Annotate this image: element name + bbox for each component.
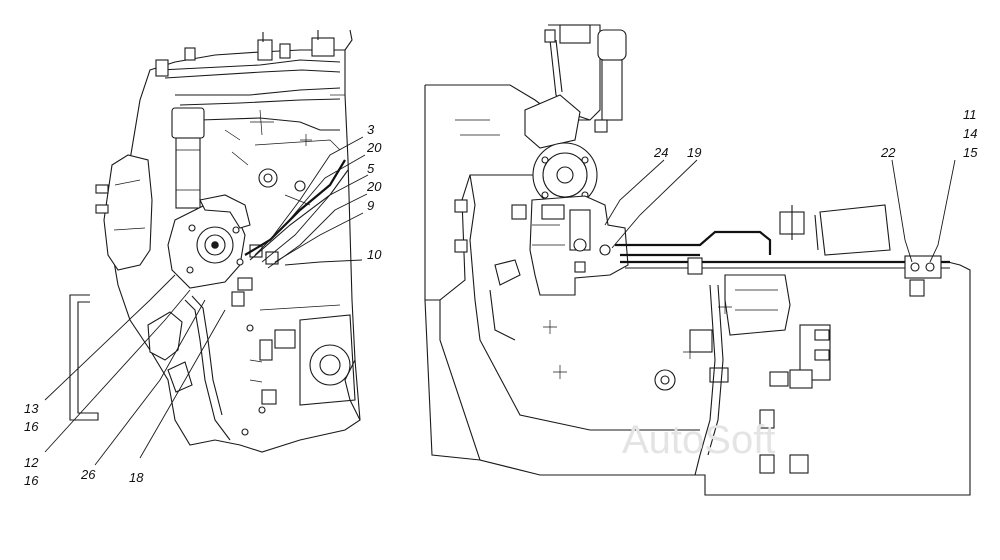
left-engine-view — [44, 29, 369, 466]
callout-20: 20 — [367, 140, 382, 155]
callout-9: 9 — [367, 198, 375, 213]
callout-26: 26 — [81, 467, 96, 482]
callout-22: 22 — [881, 145, 896, 160]
callout-16: 16 — [24, 473, 39, 488]
callout-15: 15 — [963, 145, 978, 160]
callout-19: 19 — [687, 145, 702, 160]
callout-14: 14 — [963, 126, 978, 141]
callout-18: 18 — [129, 470, 144, 485]
callout-13: 13 — [24, 401, 39, 416]
callout-20: 20 — [367, 179, 382, 194]
right-engine-view — [424, 24, 971, 496]
watermark: AutoSoft — [622, 418, 776, 462]
callout-11: 11 — [963, 107, 977, 122]
callout-10: 10 — [367, 247, 382, 262]
callout-24: 24 — [654, 145, 669, 160]
callout-5: 5 — [367, 161, 375, 176]
callout-12: 12 — [24, 455, 39, 470]
callout-16: 16 — [24, 419, 39, 434]
callout-3: 3 — [367, 122, 375, 137]
